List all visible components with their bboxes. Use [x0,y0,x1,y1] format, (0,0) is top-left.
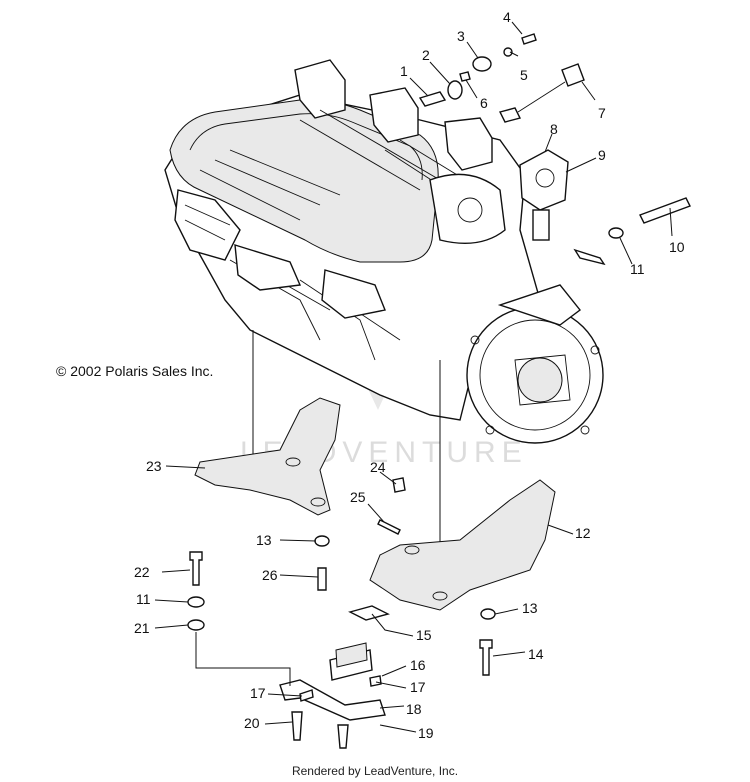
part-26-bolt [317,567,327,591]
part-23-mount-bracket [194,397,341,516]
part-19-bolt [337,724,349,749]
part-3-cap [472,56,492,72]
part-20-bolt [291,711,303,741]
callout-labels: 1 2 3 4 5 6 7 8 9 10 11 12 13 13 14 15 1… [134,9,685,741]
copyright-notice: © 2002 Polaris Sales Inc. [56,363,214,379]
callout-19: 19 [418,725,434,741]
callout-5: 5 [520,67,528,83]
callout-2: 2 [422,47,430,63]
callout-25: 25 [350,489,366,505]
part-7-sensor [498,63,585,123]
part-13-washer-right [480,608,496,620]
callout-15: 15 [416,627,432,643]
callout-23: 23 [146,458,162,474]
part-21-washer [187,619,205,631]
callout-13-left: 13 [256,532,272,548]
part-6-nut [459,71,471,82]
part-ground-lug [573,248,606,266]
part-22-bolt [189,551,203,586]
callout-18: 18 [406,701,422,717]
callout-17-left: 17 [250,685,266,701]
callout-17-right: 17 [410,679,426,695]
callout-4: 4 [503,9,511,25]
part-10-bolt [639,197,691,224]
part-9-oil-pump [519,149,569,241]
callout-10: 10 [669,239,685,255]
callout-20: 20 [244,715,260,731]
part-12-mount-bracket [369,479,556,611]
callout-26: 26 [262,567,278,583]
callout-16: 16 [410,657,426,673]
callout-21: 21 [134,620,150,636]
part-14-bolt [479,639,493,676]
footer-credit: Rendered by LeadVenture, Inc. [291,764,459,778]
engine-assembly [164,59,604,590]
callout-14: 14 [528,646,544,662]
callout-22: 22 [134,564,150,580]
callout-24: 24 [370,459,386,475]
leader-lines [154,21,673,733]
callout-11: 11 [630,261,645,277]
callout-9: 9 [598,147,606,163]
part-13-washer-left [314,535,330,547]
part-4-screw [521,33,537,45]
part-1-clip [418,91,447,107]
callout-3: 3 [457,28,465,44]
part-15-shim [348,605,390,621]
part-18-lower-bracket [279,679,386,721]
part-16-rubber-mount [329,642,373,681]
callout-6: 6 [480,95,488,111]
part-17-washer-b [299,689,314,702]
callout-7: 7 [598,105,606,121]
part-11-washer [608,227,624,239]
part-24-nut [392,477,406,493]
part-5-washer [503,47,513,57]
part-2-oring [447,80,463,100]
part-17-washer-a [369,675,382,687]
part-25-stud [377,519,401,535]
callout-1: 1 [400,63,408,79]
callout-8: 8 [550,121,558,137]
callout-12: 12 [575,525,591,541]
callout-11-lower: 11 [136,591,151,607]
part-11-washer-lower [187,596,205,608]
callout-13-right: 13 [522,600,538,616]
